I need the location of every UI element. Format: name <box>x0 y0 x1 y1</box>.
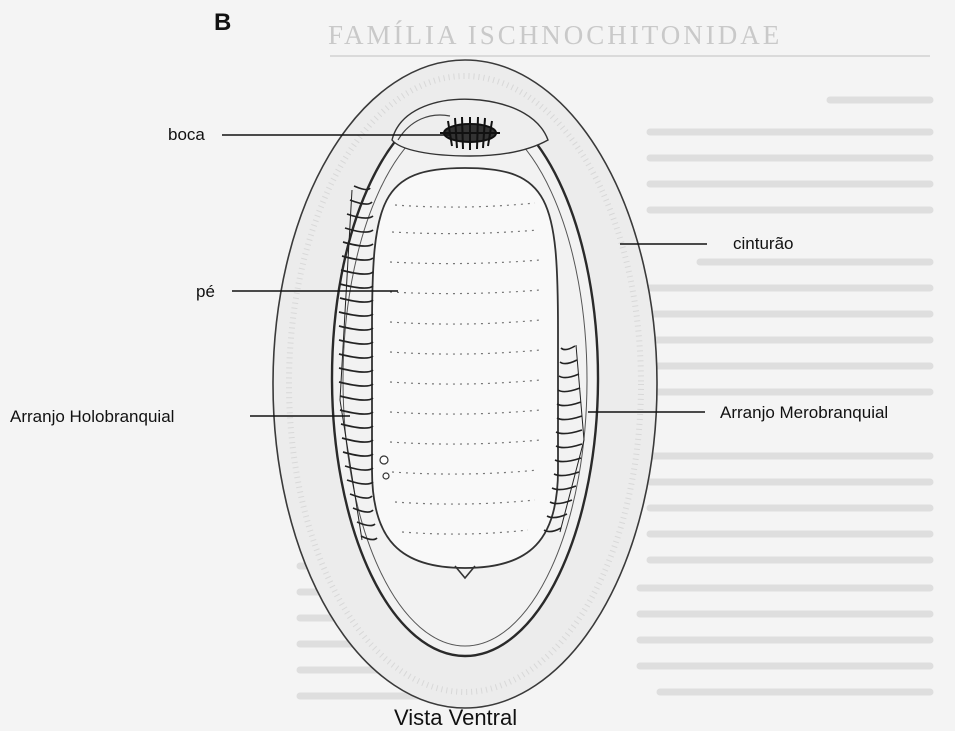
label-merobranquial: Arranjo Merobranquial <box>720 403 888 422</box>
chiton-body <box>273 60 657 708</box>
caption-vista-ventral: Vista Ventral <box>394 705 517 730</box>
gonopore <box>380 456 388 464</box>
label-holobranquial: Arranjo Holobranquial <box>10 407 174 426</box>
label-pe: pé <box>196 282 215 301</box>
label-cinturao: cinturão <box>733 234 793 253</box>
panel-letter: B <box>214 9 231 36</box>
background-heading: FAMÍLIA ISCHNOCHITONIDAE <box>328 20 782 50</box>
nephridiopore <box>383 473 389 479</box>
label-boca: boca <box>168 125 205 144</box>
foot <box>372 168 558 568</box>
